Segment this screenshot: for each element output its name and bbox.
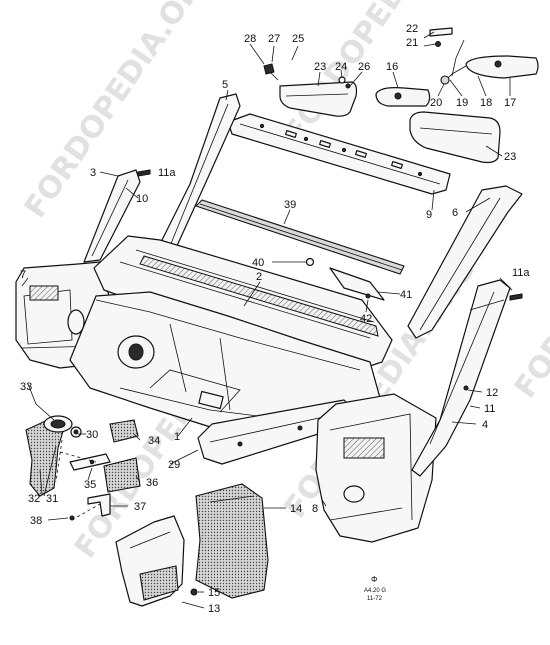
callout-42: 42 (360, 313, 372, 325)
callout-6: 6 (452, 207, 458, 219)
callout-27: 27 (268, 33, 280, 45)
windscreen-seal (195, 199, 405, 275)
sun-visor-right (409, 111, 501, 164)
callout-24: 24 (335, 61, 347, 73)
roof-header-panel (227, 113, 451, 195)
callout-17: 17 (504, 97, 516, 109)
bracket-41-42 (329, 267, 385, 301)
plate-36 (103, 457, 141, 493)
callout-11a-left: 11a (158, 167, 176, 179)
callout-37: 37 (134, 501, 146, 513)
callout-21: 21 (406, 37, 418, 49)
mirror-bracket-22 (429, 27, 453, 47)
screw-12 (463, 385, 469, 391)
sun-visor-left (279, 81, 358, 117)
bracket-40 (305, 257, 315, 267)
clamp-30 (70, 426, 82, 438)
callout-12: 12 (486, 387, 498, 399)
callout-15: 15 (208, 587, 220, 599)
leader-lines (21, 31, 513, 609)
callout-40: 40 (252, 257, 264, 269)
callout-20: 20 (430, 97, 442, 109)
callout-23-top: 23 (314, 61, 326, 73)
callout-2: 2 (256, 271, 262, 283)
callout-8: 8 (312, 503, 318, 515)
callout-18: 18 (480, 97, 492, 109)
right-windscreen-pillar (407, 185, 523, 339)
callout-23-right: 23 (504, 151, 516, 163)
callout-4: 4 (482, 419, 488, 431)
stamp-line-2: 11-72 (367, 596, 383, 602)
bracket-11a-right (509, 293, 523, 301)
left-quarter-pillar (83, 169, 141, 263)
callout-7: 7 (20, 269, 26, 281)
callout-39: 39 (284, 199, 296, 211)
callout-31: 31 (46, 493, 58, 505)
callout-38: 38 (30, 515, 42, 527)
callout-26: 26 (358, 61, 370, 73)
callout-34: 34 (148, 435, 160, 447)
callout-10: 10 (136, 193, 148, 205)
interior-mirror (375, 39, 539, 107)
callout-35: 35 (84, 479, 96, 491)
callout-41: 41 (400, 289, 412, 301)
callout-30: 30 (86, 429, 98, 441)
kick-panel-trim-13 (115, 515, 185, 607)
bracket-34 (109, 419, 139, 443)
callout-9: 9 (426, 209, 432, 221)
callout-11: 11 (484, 403, 495, 415)
callout-11a-right: 11a (512, 267, 530, 279)
callout-16: 16 (386, 61, 398, 73)
callout-labels: 28 27 25 23 24 26 16 22 21 20 19 18 17 5… (20, 23, 530, 615)
callout-5: 5 (222, 79, 228, 91)
callout-36: 36 (146, 477, 158, 489)
callout-32: 32 (28, 493, 40, 505)
kick-panel-trim-14 (195, 483, 269, 599)
drawing-reference-stamp: Φ A4.20 G 11-72 (364, 575, 386, 602)
bracket-35 (69, 453, 111, 471)
cowl-top-panel (93, 235, 393, 373)
callout-1: 1 (174, 431, 180, 443)
callout-28: 28 (244, 33, 256, 45)
right-b-pillar (411, 279, 511, 477)
callout-3: 3 (90, 167, 96, 179)
right-side-panel (315, 393, 437, 543)
callout-14: 14 (290, 503, 302, 515)
screw-15 (190, 588, 198, 596)
callout-29: 29 (168, 459, 180, 471)
callout-33: 33 (20, 381, 32, 393)
bracket-37 (87, 493, 111, 517)
stamp-symbol: Φ (371, 575, 377, 584)
callout-22: 22 (406, 23, 418, 35)
callout-13: 13 (208, 603, 220, 615)
visor-clip-28 (263, 63, 279, 81)
bracket-11a-left (137, 169, 151, 177)
callout-19: 19 (456, 97, 468, 109)
callout-25: 25 (292, 33, 304, 45)
heater-duct (25, 415, 73, 497)
stamp-line-1: A4.20 G (364, 588, 386, 594)
